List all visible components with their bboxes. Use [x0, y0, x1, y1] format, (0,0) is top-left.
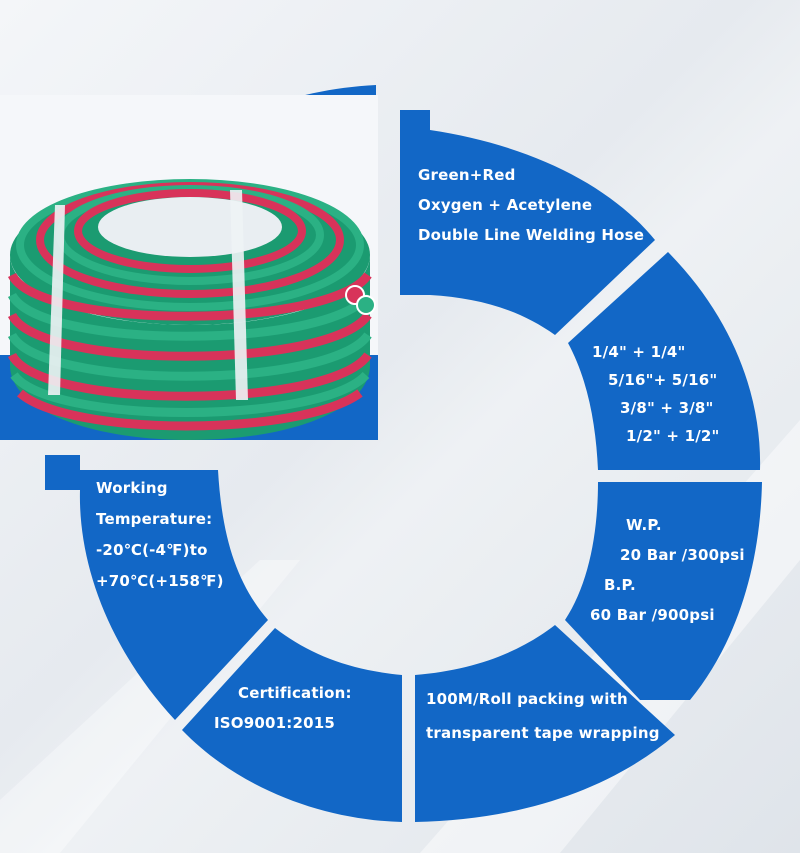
working-pressure-value: 20 Bar /300psi — [620, 546, 745, 564]
certification-label: Certification: — [238, 684, 352, 702]
product-description: Green+Red Oxygen + Acetylene Double Line… — [418, 160, 644, 250]
hose-coil-image — [0, 95, 378, 440]
temperature-line-3: -20℃(-4℉)to — [96, 541, 208, 559]
size-list: 1/4" + 1/4" 5/16"+ 5/16" 3/8" + 3/8" 1/2… — [592, 338, 720, 450]
product-line-3: Double Line Welding Hose — [418, 226, 645, 244]
temperature-line-2: Temperature: — [96, 510, 213, 528]
segment-temperature — [45, 455, 268, 720]
certification-info: Certification: ISO9001:2015 — [214, 678, 352, 738]
segment-product — [400, 110, 655, 335]
segment-certification — [182, 628, 402, 822]
packing-line-1: 100M/Roll packing with — [426, 690, 628, 708]
size-line-1: 1/4" + 1/4" — [592, 343, 686, 361]
packing-line-2: transparent tape wrapping — [426, 724, 660, 742]
product-line-1: Green+Red — [418, 166, 516, 184]
packing-info: 100M/Roll packing with transparent tape … — [426, 682, 660, 750]
temperature-line-1: Working — [96, 479, 168, 497]
segment-sizes — [568, 252, 761, 470]
working-pressure-label: W.P. — [626, 516, 662, 534]
size-line-4: 1/2" + 1/2" — [626, 427, 720, 445]
burst-pressure-label: B.P. — [604, 576, 636, 594]
product-line-2: Oxygen + Acetylene — [418, 196, 593, 214]
size-line-2: 5/16"+ 5/16" — [608, 371, 718, 389]
pressure-specs: W.P. 20 Bar /300psi B.P. 60 Bar /900psi — [586, 510, 745, 630]
burst-pressure-value: 60 Bar /900psi — [590, 606, 715, 624]
segment-pressure — [565, 482, 762, 700]
certification-value: ISO9001:2015 — [214, 714, 336, 732]
size-line-3: 3/8" + 3/8" — [620, 399, 714, 417]
temperature-info: Working Temperature: -20℃(-4℉)to +70℃(+1… — [96, 473, 224, 597]
temperature-line-4: +70℃(+158℉) — [96, 572, 224, 590]
segment-packing — [415, 625, 675, 822]
